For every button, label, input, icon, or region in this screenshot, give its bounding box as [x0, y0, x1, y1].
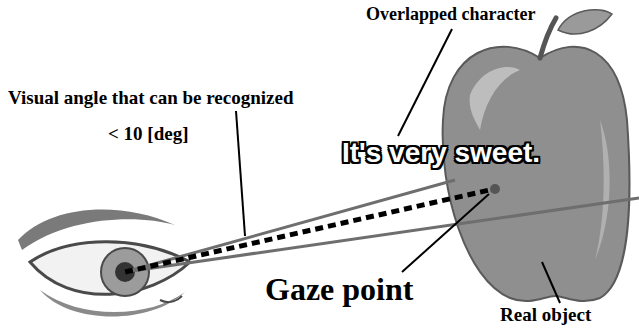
- eye-corner: [160, 296, 182, 302]
- callout-label: Real object: [500, 305, 591, 326]
- callout-label: Visual angle that can be recognized: [8, 88, 294, 109]
- apple-body: [443, 47, 630, 301]
- angle-value: < 10 [deg]: [108, 124, 188, 145]
- leader-line: [542, 262, 560, 303]
- apple-stem: [540, 18, 556, 58]
- leader-line: [402, 194, 489, 272]
- lower-lid: [40, 290, 185, 317]
- field-line: [125, 180, 455, 272]
- gaze-dot: [490, 184, 500, 194]
- overlay-text: It's very sweet.: [342, 138, 540, 169]
- callout-label: Overlapped character: [366, 5, 535, 25]
- leader-line: [398, 29, 452, 136]
- apple-leaf: [558, 10, 612, 34]
- apple-highlight: [470, 67, 520, 130]
- gaze-line: [125, 189, 494, 272]
- field-line: [125, 198, 639, 272]
- leader-line: [236, 111, 245, 236]
- apple-highlight: [595, 120, 610, 260]
- callout-label: Gaze point: [265, 272, 413, 307]
